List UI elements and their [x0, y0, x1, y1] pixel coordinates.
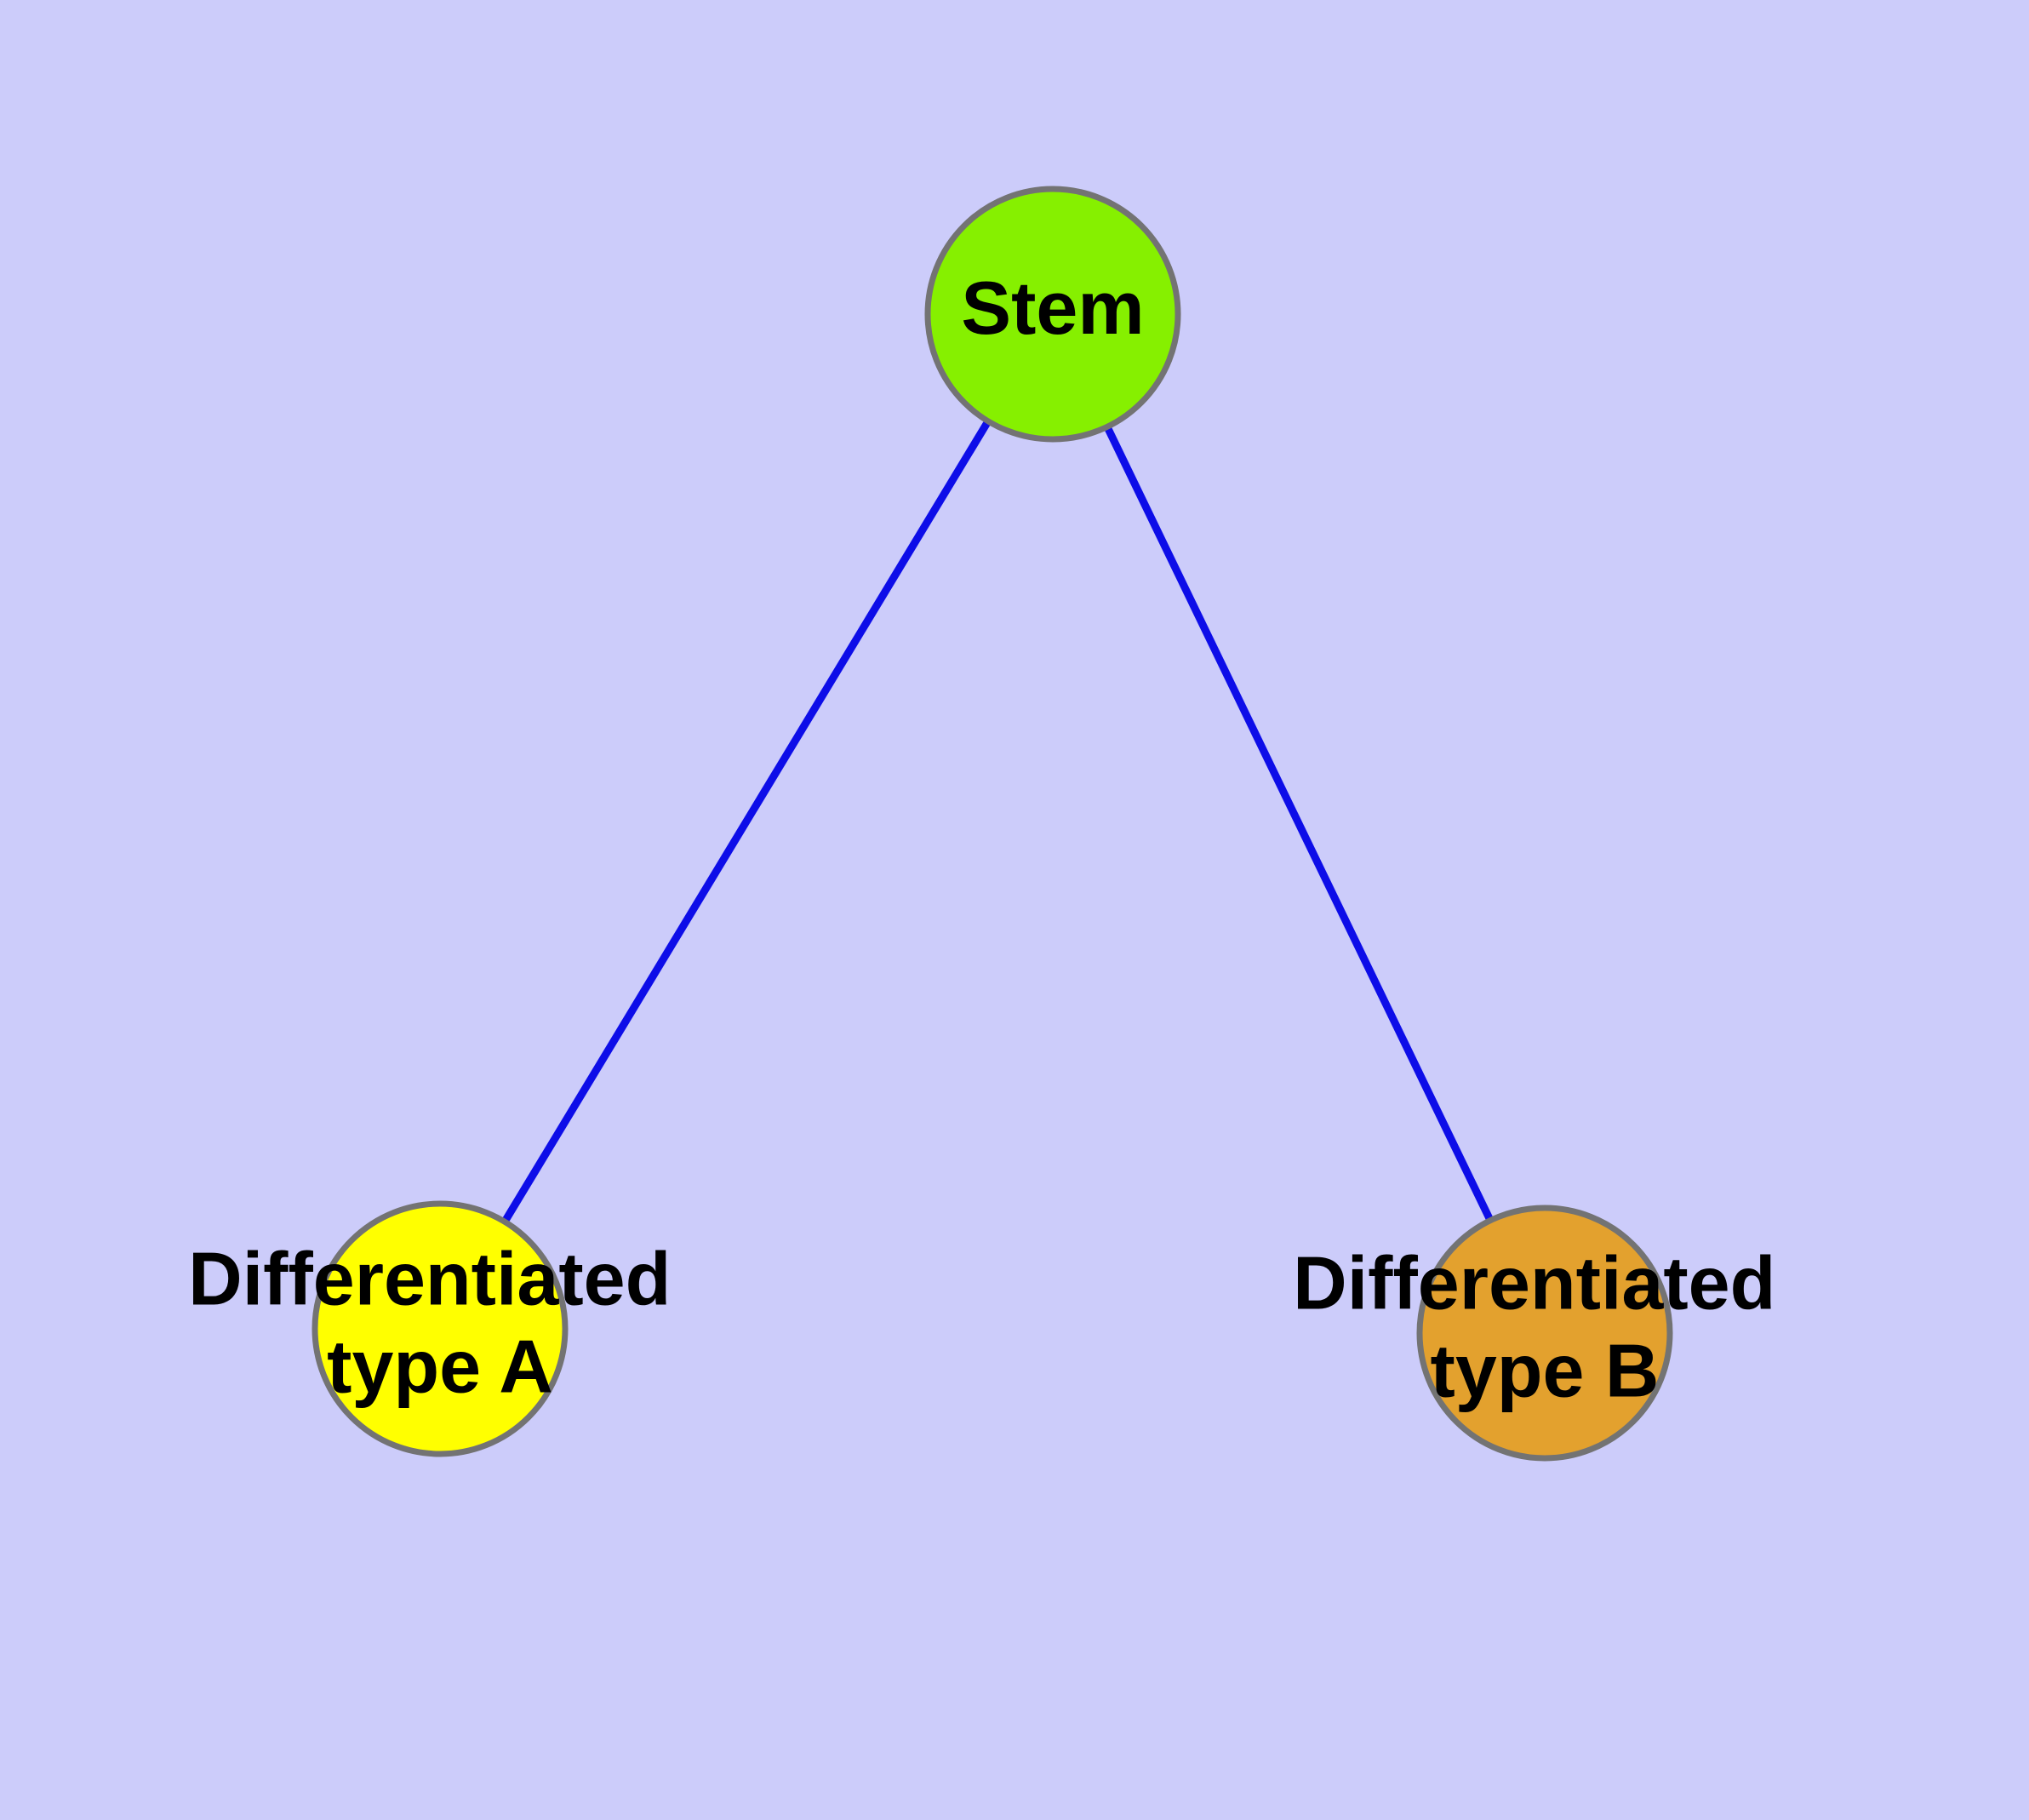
node-label-stem: Stem — [961, 266, 1144, 350]
labels-layer: Stem Differentiated type A Differentiate… — [188, 266, 1797, 1413]
node-label-differentiated-type-b-line-1: Differentiated — [1293, 1241, 1775, 1325]
node-label-differentiated-type-a: Differentiated type A — [188, 1237, 692, 1409]
node-differentiated-type-a[interactable] — [311, 1200, 569, 1457]
node-label-differentiated-type-b: Differentiated type B — [1293, 1241, 1797, 1413]
node-label-differentiated-type-b-line-2: type B — [1431, 1329, 1660, 1413]
nodes-layer — [311, 186, 1673, 1462]
edge-stem-to-differentiated-type-b[interactable] — [1049, 312, 1549, 1335]
edge-stem-to-differentiated-type-a[interactable] — [437, 312, 1056, 1331]
node-stem[interactable] — [924, 186, 1181, 443]
node-differentiated-type-b[interactable] — [1416, 1205, 1673, 1462]
node-label-stem-line-1: Stem — [961, 266, 1144, 350]
edges-layer — [437, 312, 1549, 1335]
node-label-differentiated-type-a-line-1: Differentiated — [188, 1237, 671, 1321]
node-label-differentiated-type-a-line-2: type A — [327, 1325, 553, 1409]
